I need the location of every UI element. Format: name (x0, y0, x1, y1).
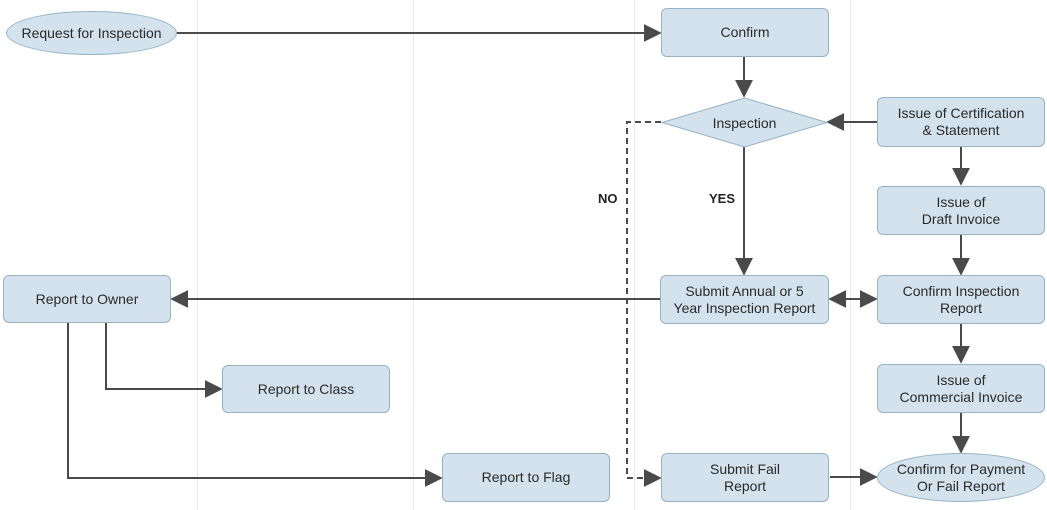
node-submit-annual-report[interactable]: Submit Annual or 5 Year Inspection Repor… (660, 275, 829, 324)
node-inspection-decision[interactable]: Inspection (661, 97, 828, 148)
node-issue-draft-invoice[interactable]: Issue of Draft Invoice (877, 186, 1045, 235)
node-confirm-for-payment[interactable]: Confirm for Payment Or Fail Report (877, 453, 1045, 502)
node-report-to-class[interactable]: Report to Class (222, 365, 390, 413)
node-submit-fail-report[interactable]: Submit Fail Report (661, 453, 829, 502)
lane-divider (413, 0, 414, 510)
node-issue-certification[interactable]: Issue of Certification & Statement (877, 97, 1045, 147)
lane-divider (197, 0, 198, 510)
node-issue-commercial-invoice[interactable]: Issue of Commercial Invoice (877, 364, 1045, 413)
node-confirm-inspection-report[interactable]: Confirm Inspection Report (877, 275, 1045, 324)
node-inspection-label: Inspection (712, 114, 777, 131)
diamond-shape (661, 97, 828, 148)
lane-divider (634, 0, 635, 510)
edge-owner-to-class (105, 323, 223, 398)
node-request-for-inspection[interactable]: Request for Inspection (6, 11, 177, 55)
lane-divider (850, 0, 851, 510)
edge-inspection-no (626, 121, 662, 487)
node-report-to-owner[interactable]: Report to Owner (3, 275, 171, 323)
edge-label-no: NO (598, 191, 618, 206)
edge-owner-to-flag (67, 323, 443, 487)
node-confirm[interactable]: Confirm (661, 8, 829, 57)
edge-label-yes: YES (709, 191, 736, 206)
node-report-to-flag[interactable]: Report to Flag (442, 453, 610, 502)
